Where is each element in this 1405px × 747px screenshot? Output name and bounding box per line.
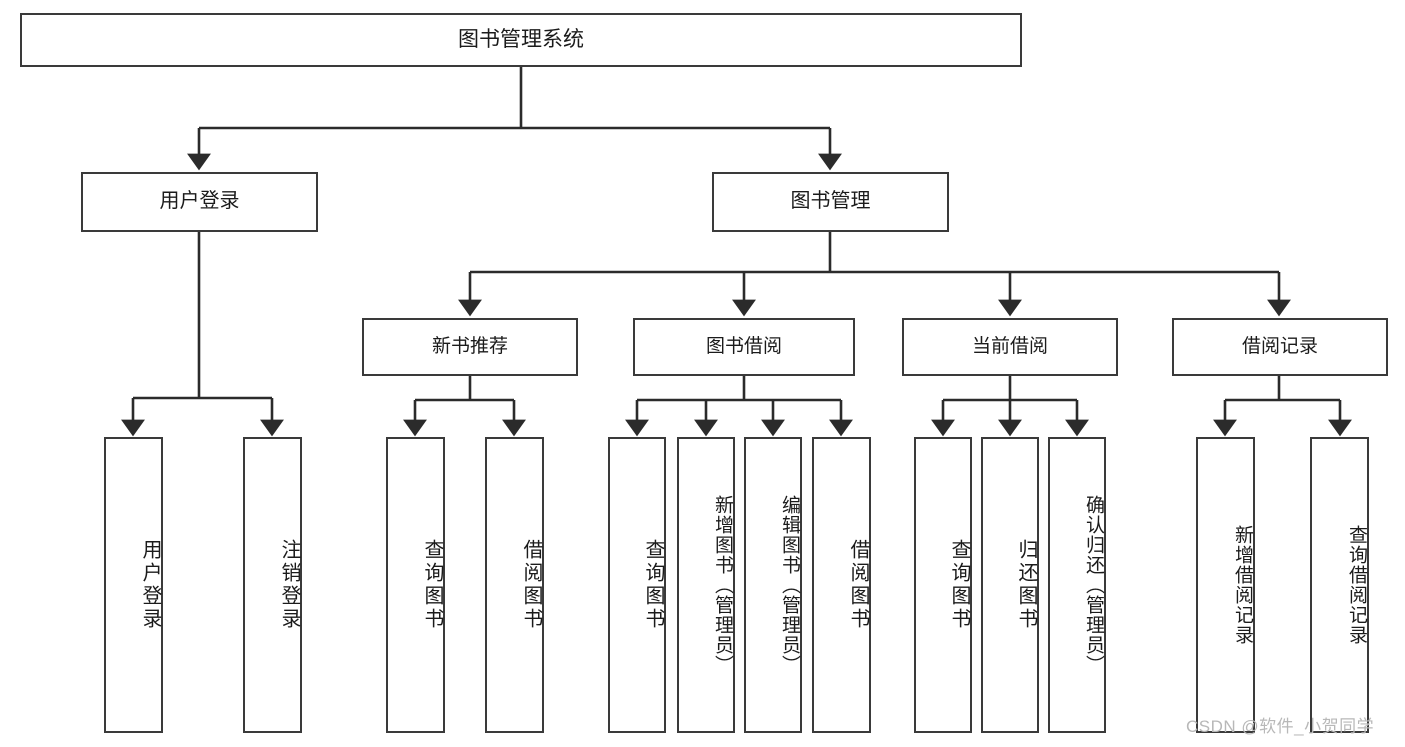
leaf-user-login-signin[interactable]: 用户登录 [104, 437, 163, 733]
leaf-record-query-borrow-record[interactable]: 查询借阅记录 [1310, 437, 1369, 733]
leaf-user-login-signout[interactable]: 注销登录 [243, 437, 302, 733]
node-book-borrow[interactable]: 图书借阅 [633, 318, 855, 376]
watermark: CSDN @软件_小贺同学 [1186, 717, 1375, 736]
leaf-record-add-borrow-record[interactable]: 新增借阅记录 [1196, 437, 1255, 733]
leaf-recommend-query-book[interactable]: 查询图书 [386, 437, 445, 733]
node-new-book-recommend[interactable]: 新书推荐 [362, 318, 578, 376]
leaf-current-confirm-return-admin[interactable]: 确认归还（管理员） [1048, 437, 1106, 733]
node-user-login[interactable]: 用户登录 [81, 172, 318, 232]
leaf-borrow-borrow-book[interactable]: 借阅图书 [812, 437, 871, 733]
node-root-system[interactable]: 图书管理系统 [20, 13, 1022, 67]
node-borrow-record[interactable]: 借阅记录 [1172, 318, 1388, 376]
leaf-borrow-add-book-admin[interactable]: 新增图书（管理员） [677, 437, 735, 733]
leaf-recommend-borrow-book[interactable]: 借阅图书 [485, 437, 544, 733]
leaf-current-return-book[interactable]: 归还图书 [981, 437, 1039, 733]
leaf-current-query-book[interactable]: 查询图书 [914, 437, 972, 733]
leaf-borrow-query-book[interactable]: 查询图书 [608, 437, 666, 733]
node-current-borrow[interactable]: 当前借阅 [902, 318, 1118, 376]
node-book-management[interactable]: 图书管理 [712, 172, 949, 232]
leaf-borrow-edit-book-admin[interactable]: 编辑图书（管理员） [744, 437, 802, 733]
